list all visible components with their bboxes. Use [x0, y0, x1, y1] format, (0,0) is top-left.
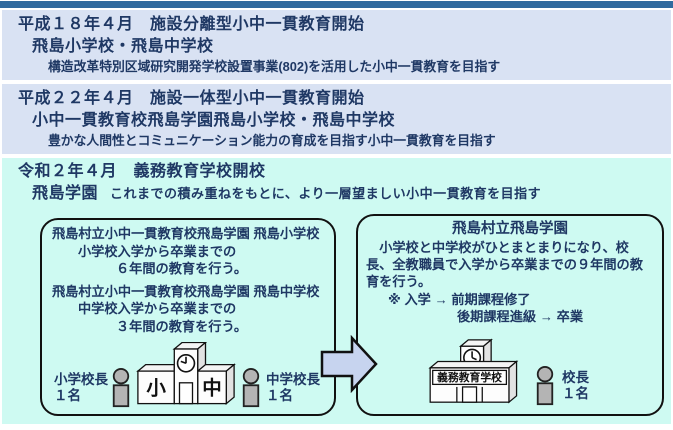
course-note-1: ※ 入学 → 前期課程修了 — [388, 292, 531, 307]
era-heading: 平成２２年４月 施設一体型小中一貫教育開始 — [18, 90, 365, 107]
elementary-desc-1: 小学校入学から卒業までの — [78, 243, 237, 259]
arrow-right-icon — [319, 335, 379, 393]
principal-label: 校長 １名 — [562, 370, 589, 401]
course-note-2: 後期課程進級 → 卒業 — [457, 309, 584, 324]
timeline-section-reiwa2: 令和２年４月 義務教育学校開校 飛島学園これまでの積み重ねをもとに、より一層望ま… — [2, 158, 671, 424]
top-accent-bar — [0, 1, 673, 8]
era-heading: 平成１８年４月 施設分離型小中一貫教育開始 — [18, 16, 365, 33]
junior-high-desc-2: ３年間の教育を行う。 — [116, 318, 248, 334]
unified-school-building: 義務教育学校 — [420, 338, 528, 406]
section-note: 構造改革特別区域研究開発学校設置事業(802)を活用した小中一貫教育を目指す — [48, 59, 501, 74]
timeline-section-heisei22: 平成２２年４月 施設一体型小中一貫教育開始 小中一貫教育校飛島学園飛島小学校・飛… — [2, 84, 671, 154]
left-principal-label: 小学校長 １名 — [54, 372, 108, 403]
after-structure-box: 飛島村立飛島学園 小学校と中学校がひとまとまりになり、校長、全教職員で入学から卒… — [356, 214, 664, 416]
principal-person-icon — [534, 366, 556, 406]
school-name: 飛島学園 — [32, 185, 99, 202]
combined-school-building: 小 中 — [134, 342, 238, 408]
section-note: これまでの積み重ねをもとに、より一層望ましい小中一貫教育を目指す — [110, 186, 542, 201]
unified-school-title: 飛島村立飛島学園 — [452, 221, 568, 237]
junior-high-principal-person-icon — [240, 368, 262, 408]
timeline-section-heisei18: 平成１８年４月 施設分離型小中一貫教育開始 飛島小学校・飛島中学校 構造改革特別… — [2, 10, 671, 80]
elementary-desc-2: ６年間の教育を行う。 — [116, 261, 248, 276]
school-names: 小中一貫教育校飛島学園飛島小学校・飛島中学校 — [32, 112, 396, 129]
right-wing-label: 中 — [202, 377, 222, 400]
section-note: 豊かな人間性とコミュニケーション能力の育成を目指す小中一貫教育を目指す — [48, 133, 496, 148]
left-wing-label: 小 — [146, 378, 166, 400]
elementary-school-title: 飛島村立小中一貫教育校飛島学園 飛島小学校 — [52, 226, 320, 241]
era-heading: 令和２年４月 義務教育学校開校 — [18, 163, 266, 180]
unified-school-description: 小学校と中学校がひとまとまりになり、校長、全教職員で入学から卒業までの９年間の教… — [366, 240, 643, 289]
junior-high-title: 飛島村立小中一貫教育校飛島学園 飛島中学校 — [52, 283, 320, 299]
school-line: 飛島学園これまでの積み重ねをもとに、より一層望ましい小中一貫教育を目指す — [32, 183, 671, 204]
clock-icon — [176, 354, 196, 373]
before-structure-box: 飛島村立小中一貫教育校飛島学園 飛島小学校 小学校入学から卒業までの ６年間の教… — [40, 218, 336, 416]
unified-building-label: 義務教育学校 — [437, 370, 502, 384]
right-principal-label: 中学校長 １名 — [266, 372, 320, 403]
elementary-principal-person-icon — [110, 368, 132, 408]
school-names: 飛島小学校・飛島中学校 — [32, 38, 214, 55]
junior-high-desc-1: 中学校入学から卒業までの — [78, 301, 237, 316]
